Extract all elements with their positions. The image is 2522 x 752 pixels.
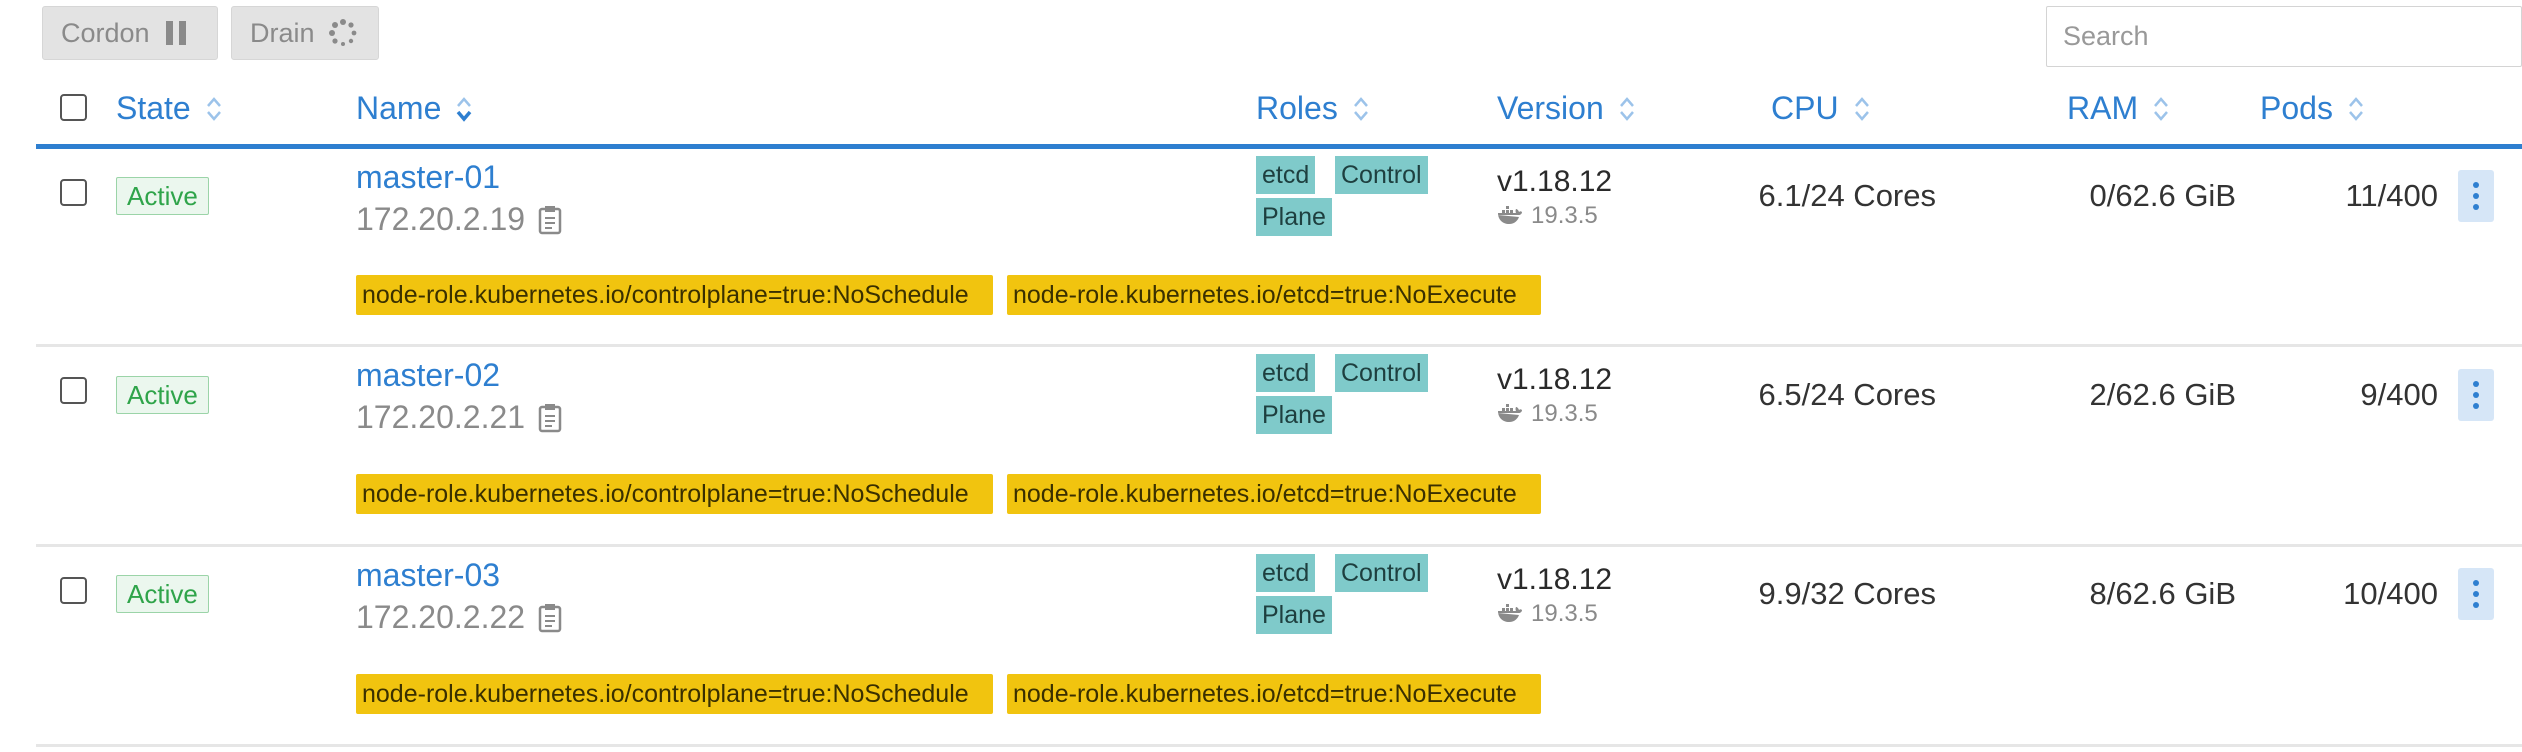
role-tag-control: Control	[1335, 156, 1428, 194]
role-tag-plane: Plane	[1256, 396, 1332, 434]
sort-icon	[1353, 96, 1368, 121]
column-header-version-label: Version	[1497, 90, 1604, 126]
row-actions-button[interactable]	[2458, 568, 2494, 620]
role-tag-control: Control	[1335, 554, 1428, 592]
column-header-cpu[interactable]: CPU	[1771, 90, 1871, 127]
column-header-state-label: State	[116, 90, 191, 126]
column-header-roles-label: Roles	[1256, 90, 1338, 126]
sort-icon	[1619, 96, 1634, 121]
docker-version-value: 19.3.5	[1531, 202, 1598, 229]
role-tag-plane: Plane	[1256, 596, 1332, 634]
kebab-menu-icon	[2473, 381, 2479, 409]
sort-icon	[206, 96, 221, 121]
kubernetes-version: v1.18.12	[1497, 165, 1613, 198]
table-row: Active master-02 172.20.2.21 etcd Contro…	[0, 347, 2522, 543]
column-header-ram-label: RAM	[2067, 90, 2139, 126]
select-all-checkbox[interactable]	[60, 94, 87, 121]
ram-usage: 8/62.6 GiB	[2089, 576, 2236, 611]
cpu-usage: 6.5/24 Cores	[1758, 377, 1937, 412]
sort-icon	[2348, 96, 2363, 121]
status-badge: Active	[116, 177, 209, 215]
drain-button[interactable]: Drain	[231, 6, 379, 60]
kebab-menu-icon	[2473, 182, 2479, 210]
column-header-version[interactable]: Version	[1497, 90, 1636, 127]
column-header-name-label: Name	[356, 90, 442, 126]
node-ip: 172.20.2.19	[356, 201, 563, 238]
docker-icon	[1498, 604, 1522, 622]
taint-tag: node-role.kubernetes.io/controlplane=tru…	[356, 674, 993, 714]
kebab-menu-icon	[2473, 580, 2479, 608]
cpu-usage: 9.9/32 Cores	[1758, 576, 1937, 611]
node-name-link[interactable]: master-01	[356, 159, 501, 195]
column-header-pods[interactable]: Pods	[2260, 90, 2365, 127]
spinner-icon	[328, 19, 356, 46]
column-header-cpu-label: CPU	[1771, 90, 1839, 126]
kubernetes-version: v1.18.12	[1497, 563, 1613, 596]
docker-version-value: 19.3.5	[1531, 600, 1598, 627]
taint-tag: node-role.kubernetes.io/etcd=true:NoExec…	[1007, 674, 1541, 714]
column-header-pods-label: Pods	[2260, 90, 2333, 126]
pause-icon	[165, 21, 186, 45]
search-input[interactable]	[2046, 6, 2522, 67]
ram-usage: 2/62.6 GiB	[2089, 377, 2236, 412]
row-checkbox[interactable]	[60, 577, 87, 604]
taint-tag: node-role.kubernetes.io/controlplane=tru…	[356, 474, 993, 514]
clipboard-icon[interactable]	[537, 403, 563, 433]
row-divider	[36, 544, 2522, 547]
cpu-usage: 6.1/24 Cores	[1758, 178, 1937, 213]
kubernetes-version: v1.18.12	[1497, 363, 1613, 396]
row-actions-button[interactable]	[2458, 170, 2494, 222]
taint-tag: node-role.kubernetes.io/controlplane=tru…	[356, 275, 993, 315]
docker-version-value: 19.3.5	[1531, 400, 1598, 427]
docker-version: 19.3.5	[1497, 400, 1598, 428]
row-divider	[36, 344, 2522, 347]
docker-icon	[1498, 206, 1522, 224]
row-divider	[36, 744, 2522, 747]
cordon-label: Cordon	[61, 17, 150, 48]
header-divider	[36, 144, 2522, 149]
pods-count: 9/400	[2360, 377, 2438, 412]
sort-descending-icon	[457, 96, 472, 122]
column-header-roles[interactable]: Roles	[1256, 90, 1370, 127]
docker-version: 19.3.5	[1497, 600, 1598, 628]
pods-count: 11/400	[2345, 178, 2438, 213]
drain-label: Drain	[250, 17, 315, 48]
row-checkbox[interactable]	[60, 377, 87, 404]
node-name-link[interactable]: master-03	[356, 557, 501, 593]
node-ip-value: 172.20.2.21	[356, 399, 526, 435]
node-ip-value: 172.20.2.19	[356, 201, 526, 237]
clipboard-icon[interactable]	[537, 603, 563, 633]
role-tag-plane: Plane	[1256, 198, 1332, 236]
taint-tag: node-role.kubernetes.io/etcd=true:NoExec…	[1007, 474, 1541, 514]
role-tag-etcd: etcd	[1256, 156, 1316, 194]
cordon-button[interactable]: Cordon	[42, 6, 218, 60]
role-tag-etcd: etcd	[1256, 554, 1316, 592]
ram-usage: 0/62.6 GiB	[2089, 178, 2236, 213]
status-badge: Active	[116, 575, 209, 613]
table-row: Active master-03 172.20.2.22 etcd Contro…	[0, 547, 2522, 743]
node-ip: 172.20.2.22	[356, 599, 563, 636]
docker-version: 19.3.5	[1497, 202, 1598, 230]
clipboard-icon[interactable]	[537, 205, 563, 235]
docker-icon	[1498, 404, 1522, 422]
node-ip: 172.20.2.21	[356, 399, 563, 436]
node-ip-value: 172.20.2.22	[356, 599, 526, 635]
table-row: Active master-01 172.20.2.19 etcd Contro…	[0, 149, 2522, 345]
node-name-link[interactable]: master-02	[356, 357, 501, 393]
pods-count: 10/400	[2343, 576, 2438, 611]
taint-tag: node-role.kubernetes.io/etcd=true:NoExec…	[1007, 275, 1541, 315]
column-header-name[interactable]: Name	[356, 90, 473, 127]
row-actions-button[interactable]	[2458, 369, 2494, 421]
column-header-state[interactable]: State	[116, 90, 223, 127]
role-tag-control: Control	[1335, 354, 1428, 392]
sort-icon	[1854, 96, 1869, 121]
status-badge: Active	[116, 376, 209, 414]
sort-icon	[2154, 96, 2169, 121]
row-checkbox[interactable]	[60, 179, 87, 206]
column-header-ram[interactable]: RAM	[2067, 90, 2170, 127]
role-tag-etcd: etcd	[1256, 354, 1316, 392]
